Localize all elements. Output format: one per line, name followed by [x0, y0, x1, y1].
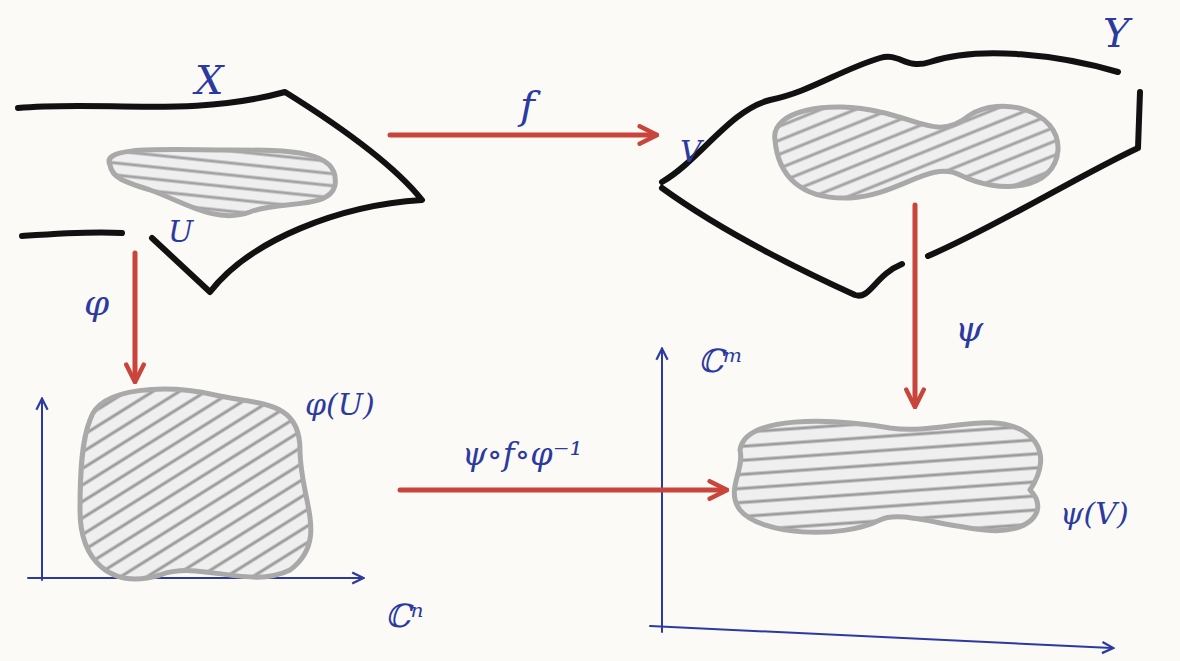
map-label: ψ: [955, 308, 983, 349]
chart-image-shape: [80, 389, 311, 579]
manifold: YV: [655, 10, 1145, 305]
horizontal-axis: [650, 626, 1112, 648]
map-label: φ: [84, 282, 109, 323]
map-arrow: [390, 133, 655, 138]
chart-domain: V: [668, 95, 1063, 205]
space-label: ℂⁿ: [385, 598, 423, 635]
manifold-label: Y: [1103, 10, 1129, 56]
map-arrow: [400, 488, 725, 493]
map-label: ψ∘f∘φ⁻¹: [462, 436, 582, 473]
map-label: f: [520, 82, 535, 128]
region-label: U: [168, 215, 193, 250]
chart-image: ψ(V): [725, 405, 1170, 540]
map-arrow: [913, 205, 918, 405]
space-label: ℂᵐ: [698, 343, 743, 380]
chart-domain-shape: [775, 106, 1058, 198]
chart-domain: U: [100, 145, 345, 253]
axes-cn: [28, 400, 362, 580]
region-label: ψ(V): [1060, 497, 1129, 532]
chart-domain-shape: [109, 149, 335, 215]
map-arrow: [133, 253, 138, 380]
region-label: φ(U): [305, 388, 375, 423]
chart-image: φ(U): [75, 380, 400, 590]
vertical-axis: [41, 400, 43, 580]
manifold-label: X: [195, 57, 223, 103]
region-label: V: [680, 135, 702, 170]
chart-image-shape: [734, 421, 1040, 532]
manifold-shape: [662, 53, 1140, 295]
manifold: XU: [15, 55, 390, 295]
axes-cm: [650, 350, 1112, 648]
horizontal-axis: [28, 577, 362, 579]
manifold-shape: [18, 92, 422, 292]
